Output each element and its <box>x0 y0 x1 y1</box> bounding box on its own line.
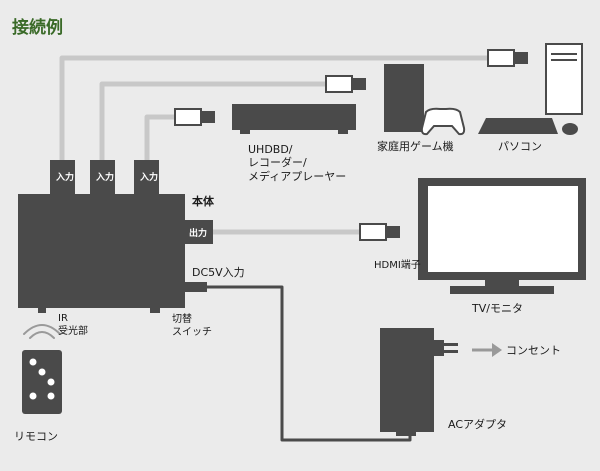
dc-input-port <box>185 282 207 292</box>
outlet-arrow <box>472 343 502 357</box>
tv-base <box>450 286 554 294</box>
pc-label: パソコン <box>498 140 542 153</box>
tv-screen <box>428 186 578 272</box>
console-controller <box>420 107 466 136</box>
ir-label-line1: IR <box>58 313 68 324</box>
pc-keyboard <box>478 118 558 134</box>
switch-label-line1: 切替 <box>172 312 192 325</box>
ac-adapter-label: ACアダプタ <box>448 417 507 431</box>
ir-receiver <box>38 308 46 313</box>
diagram-title: 接続例 <box>12 17 63 38</box>
input-port-3-label: 入力 <box>139 171 158 183</box>
input-port-1 <box>50 160 75 194</box>
input-port-1-label: 入力 <box>55 171 74 183</box>
switch-label-line2: スイッチ <box>172 326 212 338</box>
output-port-label: 出力 <box>189 227 207 239</box>
main-unit-label: 本体 <box>192 194 215 208</box>
remote-control <box>22 350 62 414</box>
tv-monitor <box>418 178 586 294</box>
tv-hdmi-plug <box>359 223 400 241</box>
tv-stand <box>485 280 519 286</box>
tv-label: TV/モニタ <box>471 302 523 315</box>
pc-hdmi-plug <box>487 49 528 67</box>
dc-input-label: DC5V入力 <box>192 266 245 279</box>
ir-signal-icon <box>23 324 61 339</box>
hdmi-terminal-label: HDMI端子 <box>374 258 421 271</box>
media-player <box>232 104 356 134</box>
player-label-line1: UHDBD/ <box>248 143 293 156</box>
player-hdmi-plug <box>174 108 215 126</box>
switch-button <box>150 308 160 313</box>
remote-label: リモコン <box>14 430 58 443</box>
main-unit <box>18 160 213 313</box>
ir-label-line2: 受光部 <box>58 324 88 337</box>
ac-adapter-body <box>380 328 434 432</box>
console-label: 家庭用ゲーム機 <box>377 139 454 153</box>
console-cable <box>99 81 326 168</box>
hdmi-cables <box>59 55 488 235</box>
outlet-label: コンセント <box>506 344 561 357</box>
console-hdmi-plug <box>325 75 366 93</box>
pc-mouse <box>562 123 578 135</box>
pc-cable <box>59 55 488 168</box>
game-console <box>384 64 466 136</box>
input-port-2-label: 入力 <box>95 171 114 183</box>
player-label-line3: メディアプレーヤー <box>248 169 346 183</box>
pc <box>478 43 583 135</box>
input-port-3 <box>134 160 159 194</box>
hdmi-plugs <box>174 49 528 241</box>
console-body <box>384 64 424 132</box>
main-unit-body <box>18 194 185 308</box>
ac-adapter <box>380 328 458 436</box>
player-label-line2: レコーダー/ <box>248 155 307 169</box>
player-body <box>232 104 356 130</box>
pc-tower <box>545 43 583 115</box>
dc-cable <box>207 285 412 442</box>
input-port-2 <box>90 160 115 194</box>
output-port <box>185 220 213 244</box>
player-cable <box>144 114 175 168</box>
remote-body <box>22 350 62 414</box>
